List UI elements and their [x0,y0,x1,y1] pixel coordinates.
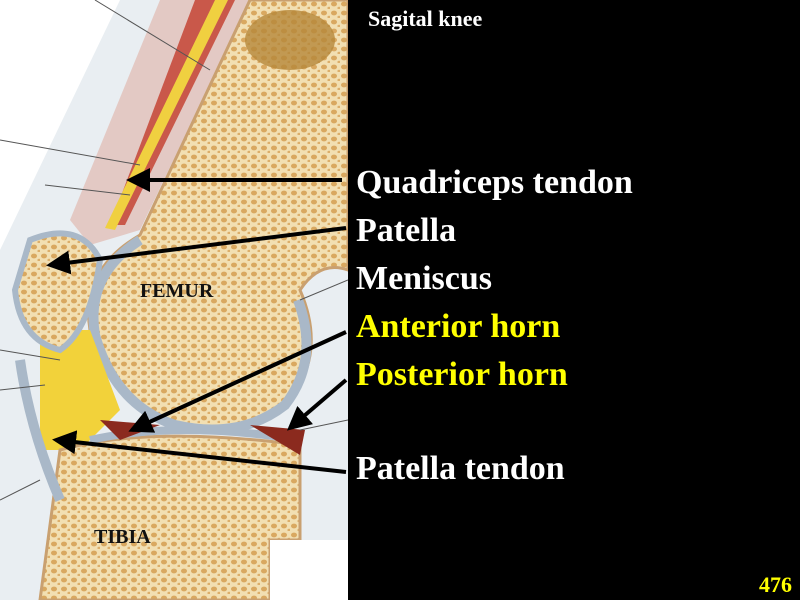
label-patella-tendon: Patella tendon [356,450,565,487]
femur-label: FEMUR [140,280,214,302]
slide-number: 476 [759,572,792,597]
label-quadriceps-tendon: Quadriceps tendon [356,164,633,201]
slide-title: Sagital knee [368,6,483,31]
label-meniscus: Meniscus [356,260,492,297]
label-anterior-horn: Anterior horn [356,308,561,345]
label-patella: Patella [356,212,457,249]
tibia-label: TIBIA [94,526,151,548]
label-posterior-horn: Posterior horn [356,356,568,393]
